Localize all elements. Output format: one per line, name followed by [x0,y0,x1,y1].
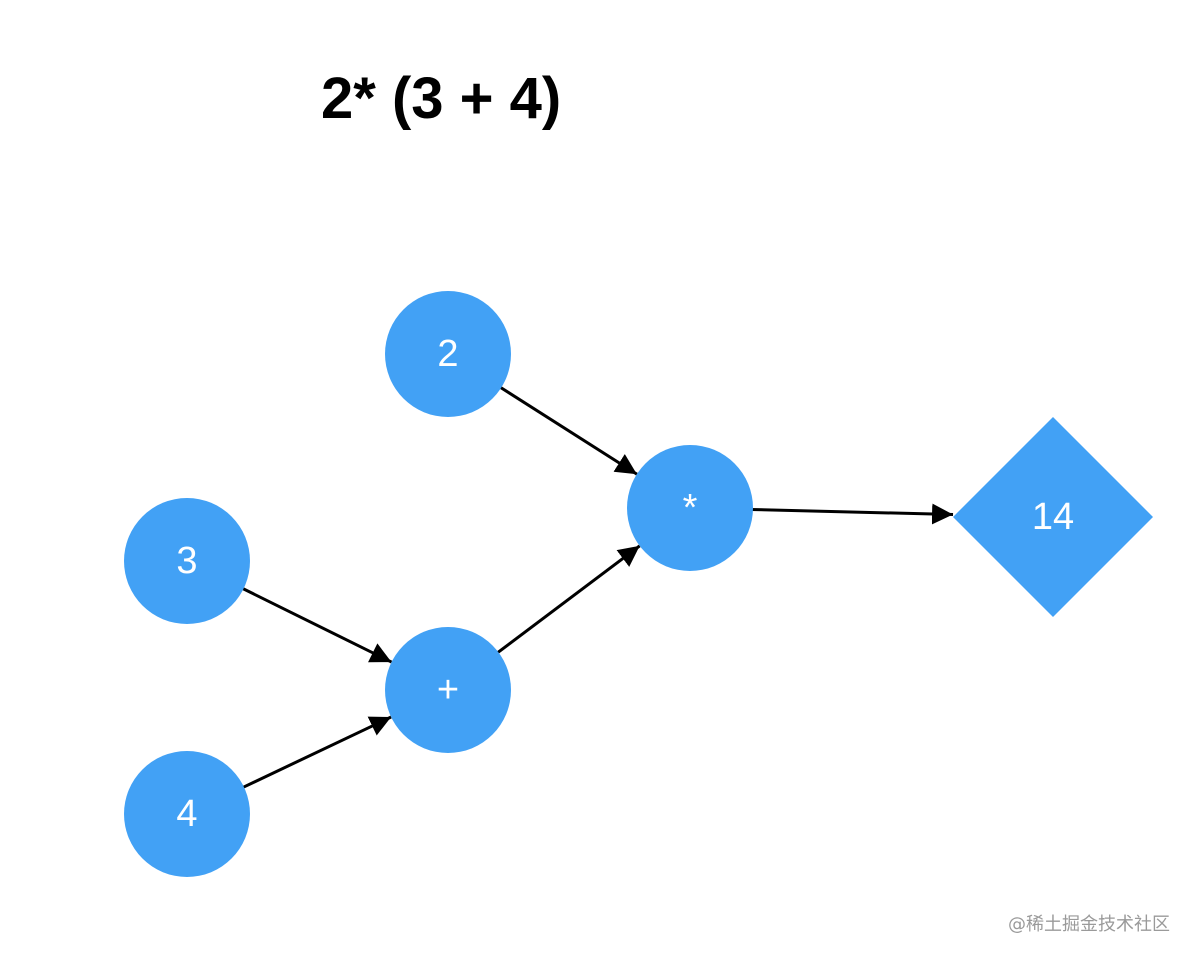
edges-layer [241,385,954,790]
node-3-circle [124,498,250,624]
node-3: 3 [124,498,250,624]
node-multiply-circle [627,445,753,571]
node-result: 14 [953,417,1153,617]
node-2: 2 [385,291,511,417]
node-2-circle [385,291,511,417]
node-multiply: * [627,445,753,571]
node-multiply-label: * [683,487,698,529]
node-2-label: 2 [437,333,458,375]
node-4: 4 [124,751,250,877]
nodes-layer: 2 3 4 + * 14 [124,291,1153,877]
edge-4-to-plus [241,715,392,790]
node-3-label: 3 [176,540,197,582]
node-plus-label: + [437,669,459,711]
expression-title: 2* (3 + 4) [321,66,562,131]
edge-times-to-result [750,503,954,525]
node-result-label: 14 [1032,496,1074,538]
node-plus-circle [385,627,511,753]
edge-plus-to-times [495,544,641,655]
node-4-label: 4 [176,793,197,835]
node-4-circle [124,751,250,877]
watermark: @稀土掘金技术社区 [1008,914,1170,935]
node-plus: + [385,627,511,753]
edge-3-to-plus [241,586,393,664]
result-diamond [953,417,1153,617]
edge-2-to-times [498,385,638,476]
